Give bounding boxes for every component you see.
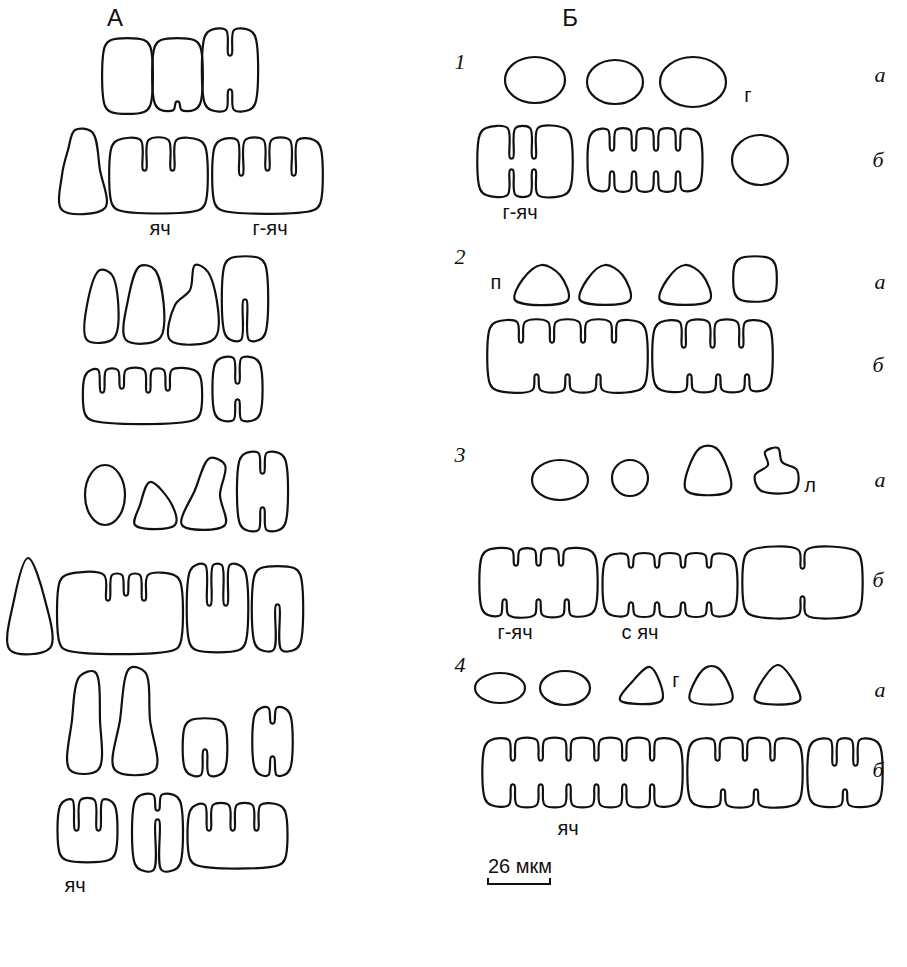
outline-figure	[579, 265, 631, 305]
row-letter: а	[875, 679, 886, 701]
panel-letter: Б	[562, 6, 578, 30]
outline-figure	[505, 57, 565, 103]
figure-mark: яч	[64, 875, 85, 895]
outline-figure	[685, 446, 731, 496]
outline-figure	[212, 137, 323, 213]
outline-figure	[212, 357, 262, 422]
row-letter: б	[872, 569, 883, 591]
figure-mark: с яч	[622, 622, 659, 642]
row-letter: а	[875, 64, 886, 86]
figure-mark: л	[804, 475, 816, 495]
figure-mark: г	[744, 85, 751, 105]
row-number: 2	[455, 246, 466, 268]
outline-figure	[482, 738, 682, 808]
outline-figure	[755, 448, 799, 494]
outline-figure	[112, 667, 157, 775]
outline-figure	[132, 794, 183, 872]
outline-figure	[237, 452, 288, 532]
outline-figure	[7, 558, 53, 654]
outline-figure	[479, 548, 597, 618]
outline-figure	[168, 265, 219, 345]
outline-figure	[742, 546, 862, 618]
outline-figure	[807, 738, 882, 807]
outline-figure	[733, 256, 777, 302]
outline-figure	[134, 482, 176, 529]
scale-label: 26 мкм	[488, 856, 552, 876]
row-number: 1	[455, 51, 466, 73]
figure-mark: п	[491, 272, 502, 292]
outline-figure	[252, 566, 303, 652]
outline-figure	[755, 665, 801, 705]
figure-mark: г	[672, 670, 679, 690]
row-letter: б	[872, 149, 883, 171]
figure-mark: яч	[557, 818, 578, 838]
outline-figure	[202, 28, 258, 111]
outline-figure	[252, 707, 292, 776]
outline-figure	[123, 265, 164, 344]
scale-bar	[487, 878, 551, 885]
outline-figure	[222, 256, 268, 341]
outline-figure	[689, 666, 732, 704]
outline-figure	[532, 460, 588, 500]
row-letter: а	[875, 469, 886, 491]
outline-figure	[540, 671, 590, 705]
outline-figure	[659, 265, 711, 305]
outline-figure	[514, 265, 569, 305]
row-number: 4	[455, 654, 466, 676]
outline-figure	[612, 460, 648, 496]
outline-figure	[67, 671, 102, 774]
outline-figure	[84, 270, 118, 343]
row-number: 3	[455, 444, 466, 466]
figure-mark: г-яч	[252, 218, 287, 238]
outline-figure	[587, 60, 643, 104]
outline-figure	[487, 319, 648, 393]
outline-figure	[109, 137, 208, 213]
panel-letter: А	[107, 6, 123, 30]
outline-figure	[660, 57, 726, 107]
outline-figure	[187, 564, 249, 653]
outline-figure	[152, 38, 203, 111]
outline-figure	[652, 319, 773, 392]
row-letter: б	[872, 759, 883, 781]
outline-figure	[57, 798, 117, 862]
outline-figure	[620, 667, 663, 704]
figure-mark: г-яч	[502, 202, 537, 222]
outline-figure	[102, 38, 153, 114]
outline-figure	[587, 128, 702, 192]
figure-mark: яч	[149, 218, 170, 238]
outline-figure	[59, 129, 107, 215]
outline-figure	[477, 125, 572, 197]
outline-figure	[687, 738, 802, 808]
outline-figure	[187, 803, 287, 869]
figure-mark: г-яч	[497, 622, 532, 642]
row-letter: б	[872, 354, 883, 376]
outline-figure	[83, 368, 202, 424]
outline-figure	[85, 465, 125, 525]
row-letter: а	[875, 271, 886, 293]
outline-figure	[183, 718, 228, 776]
outline-figure	[181, 458, 226, 530]
outline-figure	[732, 135, 788, 185]
outline-figure	[475, 673, 525, 703]
outline-figure	[602, 553, 737, 617]
outline-figure	[57, 572, 183, 654]
